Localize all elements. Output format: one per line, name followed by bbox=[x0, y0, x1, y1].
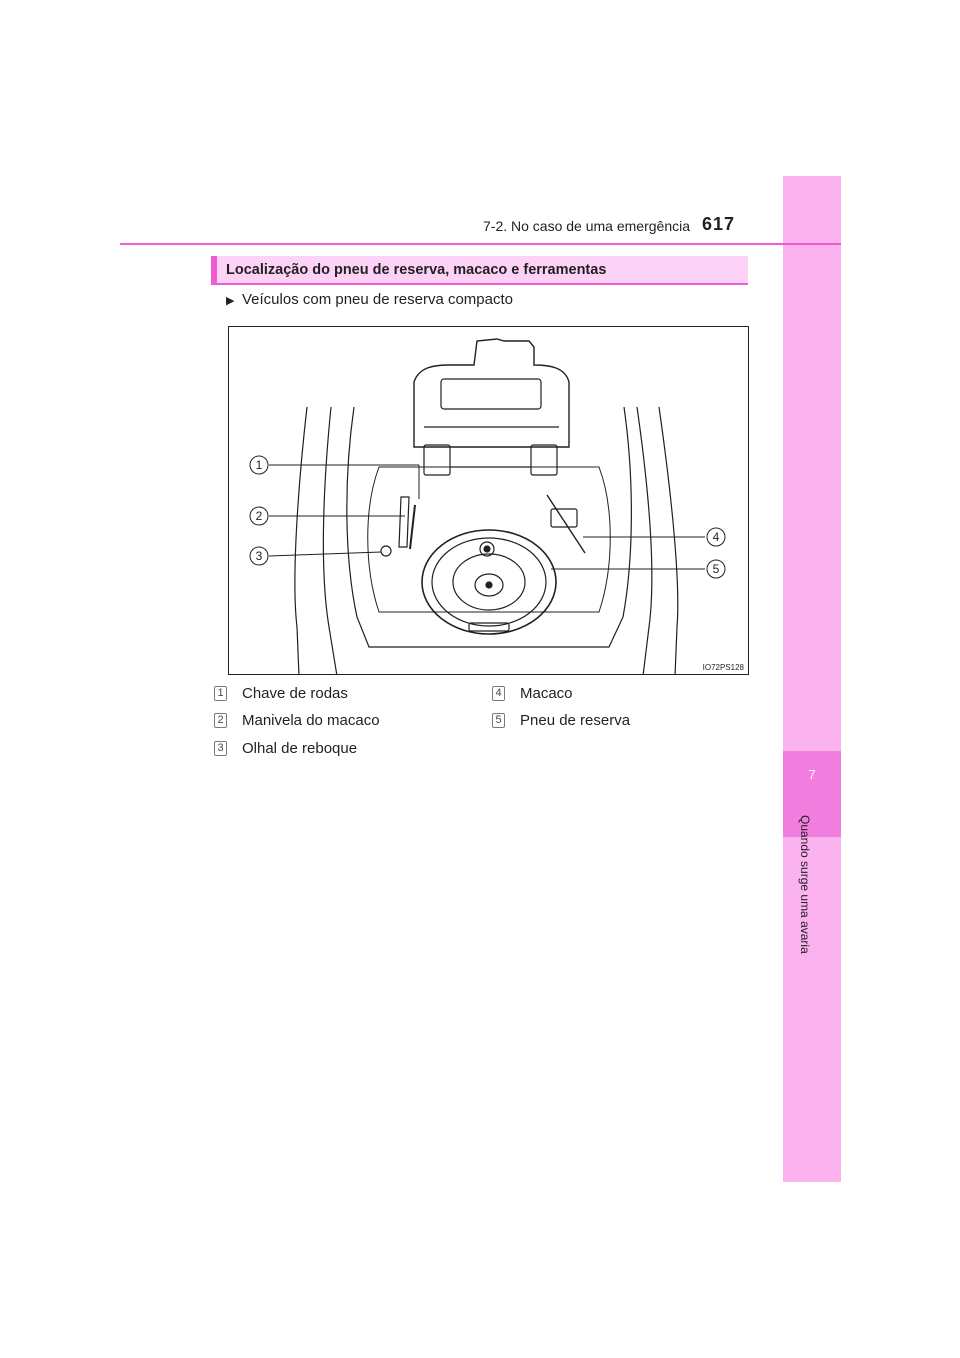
legend-number: 4 bbox=[492, 686, 505, 701]
callout-4: 4 bbox=[713, 530, 720, 544]
topic-heading-underline bbox=[211, 283, 748, 285]
legend-number: 3 bbox=[214, 741, 227, 756]
legend-label: Macaco bbox=[520, 685, 573, 702]
legend-label: Manivela do macaco bbox=[242, 712, 380, 729]
legend-item: 2 Manivela do macaco bbox=[214, 712, 380, 729]
chapter-side-tab bbox=[783, 176, 841, 1182]
figure-code: IO72PS128 bbox=[702, 663, 744, 672]
legend-item: 3 Olhal de reboque bbox=[214, 740, 357, 757]
topic-title: Localização do pneu de reserva, macaco e… bbox=[226, 262, 607, 278]
topic-heading-box bbox=[211, 256, 748, 284]
bullet-arrow-icon: ▶ bbox=[226, 295, 235, 307]
legend-item: 5 Pneu de reserva bbox=[492, 712, 630, 729]
legend-number: 1 bbox=[214, 686, 227, 701]
legend-item: 1 Chave de rodas bbox=[214, 685, 348, 702]
chapter-tab-marker bbox=[783, 751, 841, 837]
chapter-title: Quando surge uma avaria bbox=[798, 815, 812, 954]
page-number: 617 bbox=[702, 214, 736, 234]
bullet-text: Veículos com pneu de reserva compacto bbox=[242, 291, 513, 308]
legend-label: Olhal de reboque bbox=[242, 740, 358, 757]
callout-3: 3 bbox=[256, 549, 263, 563]
callout-2: 2 bbox=[256, 509, 263, 523]
legend-label: Pneu de reserva bbox=[520, 712, 631, 729]
legend-label: Chave de rodas bbox=[242, 685, 348, 702]
section-title: 7-2. No caso de uma emergência bbox=[483, 218, 690, 234]
callout-1: 1 bbox=[256, 458, 263, 472]
trunk-illustration: 1 2 3 4 5 IO72PS128 bbox=[228, 326, 749, 675]
chapter-number: 7 bbox=[808, 767, 816, 782]
legend-number: 5 bbox=[492, 713, 505, 728]
callout-5: 5 bbox=[713, 562, 720, 576]
trunk-drawing: 1 2 3 4 5 bbox=[249, 338, 726, 674]
legend-number: 2 bbox=[214, 713, 227, 728]
legend-item: 4 Macaco bbox=[492, 685, 573, 702]
header-divider bbox=[120, 243, 841, 245]
